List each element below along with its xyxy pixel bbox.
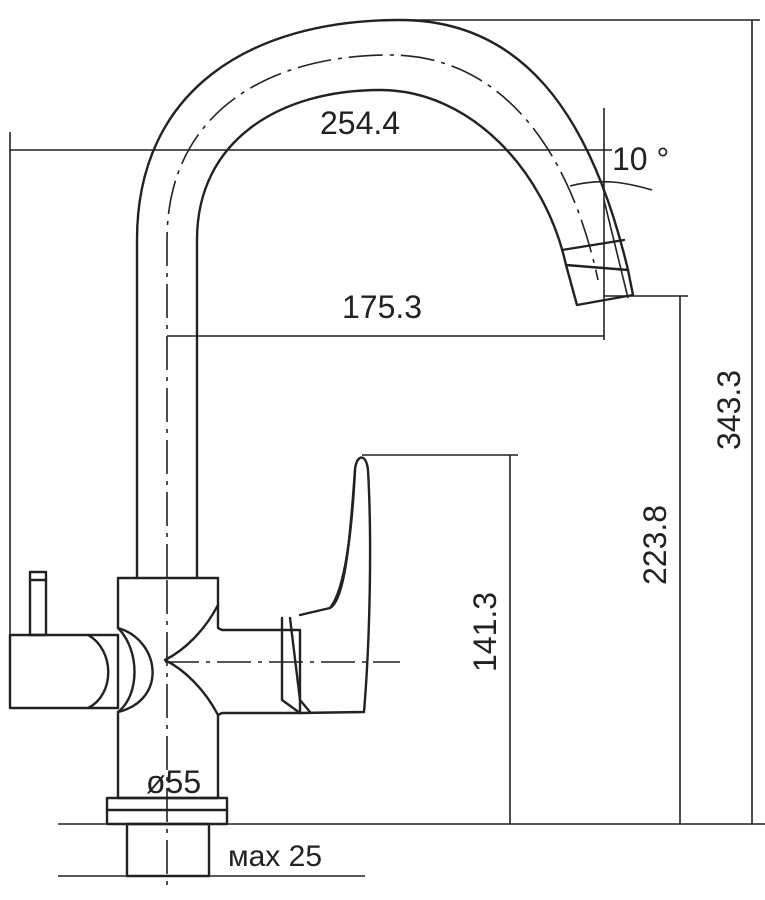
dim-label-254: 254.4: [320, 105, 400, 141]
valve-collar-right: [163, 603, 220, 717]
dim-label-343: 343.3: [711, 370, 747, 450]
dim-label-223: 223.8: [637, 505, 673, 585]
filter-valve-collar: [86, 633, 110, 710]
dimension-outlet-height: 223.8: [604, 295, 688, 824]
dimension-total-height: 343.3: [400, 19, 760, 824]
faucet-body: [8, 18, 635, 890]
dim-label-angle: 10 °: [612, 141, 669, 177]
mixer-body: [116, 576, 302, 800]
filter-valve-body: [8, 633, 120, 710]
dim-label-diameter: ø55: [146, 764, 201, 800]
spout-centerline: [166, 54, 599, 578]
dimension-total-reach: 254.4: [9, 105, 612, 635]
lever-handle: [298, 456, 372, 715]
dimension-spout-reach: 175.3: [167, 289, 604, 337]
dimension-spout-angle: 10 °: [569, 141, 669, 299]
filter-valve-knob: [28, 570, 48, 637]
valve-collar-left: [116, 626, 154, 714]
dim-label-175: 175.3: [342, 289, 422, 325]
dim-label-141: 141.3: [467, 592, 503, 672]
spout-outer-wall: [135, 18, 630, 580]
spout-inner-wall: [195, 88, 568, 580]
lever-handle-grip: [328, 468, 357, 610]
dim-label-mount-thickness: мах 25: [228, 840, 322, 873]
spout-nozzle: [564, 263, 635, 307]
lever-skirt: [288, 616, 312, 714]
lever-inner-edge: [280, 616, 302, 715]
dimension-lever-height: 141.3: [362, 454, 518, 824]
mounting-shank: [125, 822, 211, 878]
